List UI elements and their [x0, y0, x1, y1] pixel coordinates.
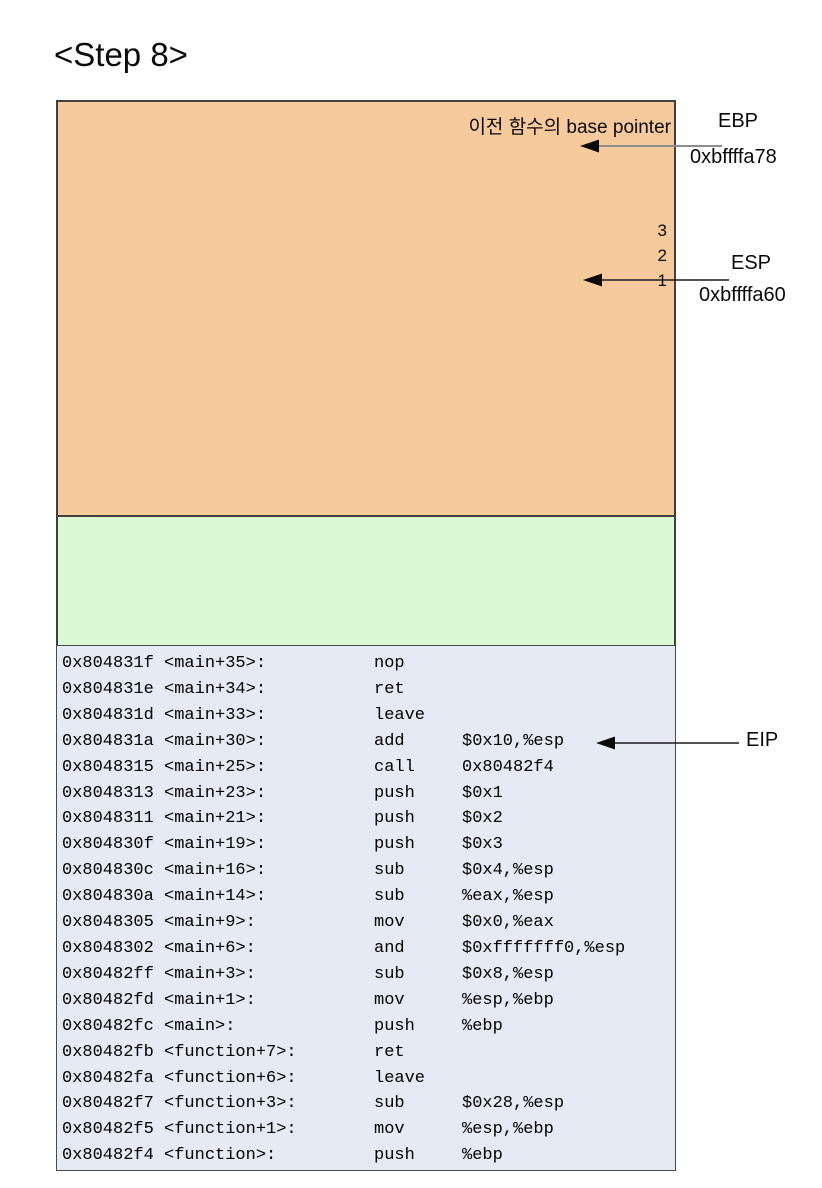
asm-mnemonic: push — [374, 809, 415, 829]
asm-address: 0x80482fd <main+1>: — [62, 990, 256, 1010]
asm-listing: 0x804831f <main+35>: nop 0x804831e <main+3… — [57, 646, 675, 1169]
page-title: <Step 8> — [54, 36, 188, 73]
asm-address: 0x804830a <main+14>: — [62, 887, 267, 907]
asm-mnemonic: leave — [374, 1068, 426, 1088]
asm-address: 0x804830f <main+19>: — [62, 835, 267, 855]
asm-operand: %esp,%ebp — [462, 990, 554, 1010]
asm-mnemonic: mov — [374, 913, 405, 933]
asm-address: 0x804831f <main+35>: — [62, 654, 267, 673]
current-frame-region — [56, 515, 676, 645]
asm-line: 0x80482f7 <function+3>: sub $0x28,%esp — [62, 1091, 675, 1117]
eip-register-label: EIP — [746, 729, 779, 751]
asm-address: 0x80482f5 <function+1>: — [62, 1120, 297, 1140]
asm-line: 0x8048315 <main+25>: call 0x80482f4 — [62, 755, 675, 781]
pushed-value-1: 1 — [657, 271, 667, 290]
asm-mnemonic: sub — [374, 964, 405, 984]
asm-mnemonic: nop — [374, 654, 405, 673]
asm-operand: %ebp — [462, 1146, 503, 1166]
asm-mnemonic: push — [374, 783, 415, 803]
asm-mnemonic: add — [374, 731, 405, 751]
asm-address: 0x80482ff <main+3>: — [62, 964, 256, 984]
prev-frame-label: 이전 함수의 base pointer — [468, 117, 671, 138]
pushed-value-2: 2 — [657, 246, 667, 265]
asm-address: 0x8048302 <main+6>: — [62, 938, 256, 958]
asm-mnemonic: push — [374, 835, 415, 855]
asm-mnemonic: mov — [374, 1120, 405, 1140]
asm-operand: %esp,%ebp — [462, 1120, 554, 1140]
asm-mnemonic: and — [374, 938, 405, 958]
asm-operand: %eax,%esp — [462, 887, 554, 907]
ebp-address: 0xbffffa78 — [690, 146, 777, 168]
asm-operand: %ebp — [462, 1016, 503, 1036]
asm-mnemonic: sub — [374, 861, 405, 881]
asm-mnemonic: call — [374, 757, 415, 777]
asm-address: 0x8048305 <main+9>: — [62, 913, 256, 933]
asm-line: 0x80482fc <main>: push %ebp — [62, 1014, 675, 1040]
code-region: 0x804831f <main+35>: nop 0x804831e <main+3… — [56, 645, 676, 1171]
asm-operand: $0x28,%esp — [462, 1094, 565, 1114]
asm-line: 0x804830c <main+16>: sub $0x4,%esp — [62, 858, 675, 884]
asm-line: 0x80482f4 <function>: push %ebp — [62, 1143, 675, 1169]
asm-line: 0x80482fb <function+7>: ret — [62, 1040, 675, 1066]
asm-line: 0x804831e <main+34>: ret — [62, 677, 675, 703]
asm-line: 0x804831f <main+35>: nop — [62, 651, 675, 677]
asm-line: 0x80482fd <main+1>: mov %esp,%ebp — [62, 988, 675, 1014]
asm-mnemonic: push — [374, 1146, 415, 1166]
asm-line: 0x8048313 <main+23>: push $0x1 — [62, 781, 675, 807]
asm-line: 0x80482fa <function+6>: leave — [62, 1066, 675, 1092]
asm-address: 0x8048315 <main+25>: — [62, 757, 267, 777]
pushed-value-3: 3 — [657, 221, 667, 240]
asm-address: 0x804831d <main+33>: — [62, 705, 267, 725]
asm-address: 0x80482f4 <function>: — [62, 1146, 277, 1166]
asm-mnemonic: ret — [374, 679, 405, 699]
asm-line: 0x80482f5 <function+1>: mov %esp,%ebp — [62, 1117, 675, 1143]
asm-mnemonic: leave — [374, 705, 426, 725]
asm-operand: $0x2 — [462, 809, 503, 829]
asm-mnemonic: mov — [374, 990, 405, 1010]
asm-operand: $0x3 — [462, 835, 503, 855]
asm-operand: $0x8,%esp — [462, 964, 554, 984]
pushed-values: 3 2 1 — [658, 218, 667, 293]
asm-line: 0x8048305 <main+9>: mov $0x0,%eax — [62, 910, 675, 936]
asm-line: 0x804831d <main+33>: leave — [62, 703, 675, 729]
asm-address: 0x80482fa <function+6>: — [62, 1068, 297, 1088]
asm-operand: $0x1 — [462, 783, 503, 803]
asm-operand: $0xfffffff0,%esp — [462, 938, 626, 958]
asm-line: 0x8048302 <main+6>: and $0xfffffff0,%esp — [62, 936, 675, 962]
asm-mnemonic: sub — [374, 887, 405, 907]
asm-address: 0x80482fc <main>: — [62, 1016, 236, 1036]
asm-operand: $0x0,%eax — [462, 913, 554, 933]
asm-mnemonic: sub — [374, 1094, 405, 1114]
asm-operand: 0x80482f4 — [462, 757, 554, 777]
esp-register-label: ESP — [731, 252, 772, 274]
asm-mnemonic: push — [374, 1016, 415, 1036]
asm-line: 0x804830a <main+14>: sub %eax,%esp — [62, 884, 675, 910]
esp-address: 0xbffffa60 — [699, 284, 786, 306]
asm-address: 0x804830c <main+16>: — [62, 861, 267, 881]
ebp-register-label: EBP — [718, 110, 759, 132]
asm-mnemonic: ret — [374, 1042, 405, 1062]
asm-address: 0x8048313 <main+23>: — [62, 783, 267, 803]
asm-address: 0x80482fb <function+7>: — [62, 1042, 297, 1062]
stack-diagram: 이전 함수의 base pointer 3 2 1 0x804831f <mai… — [56, 100, 676, 1171]
asm-address: 0x804831e <main+34>: — [62, 679, 267, 699]
asm-line: 0x80482ff <main+3>: sub $0x8,%esp — [62, 962, 675, 988]
asm-line: 0x8048311 <main+21>: push $0x2 — [62, 806, 675, 832]
asm-operand: $0x4,%esp — [462, 861, 554, 881]
asm-line: 0x804831a <main+30>: add $0x10,%esp — [62, 729, 675, 755]
asm-operand: $0x10,%esp — [462, 731, 565, 751]
asm-address: 0x80482f7 <function+3>: — [62, 1094, 297, 1114]
asm-address: 0x804831a <main+30>: — [62, 731, 267, 751]
prev-frame-region: 이전 함수의 base pointer 3 2 1 — [56, 100, 676, 515]
asm-address: 0x8048311 <main+21>: — [62, 809, 267, 829]
asm-line: 0x804830f <main+19>: push $0x3 — [62, 832, 675, 858]
